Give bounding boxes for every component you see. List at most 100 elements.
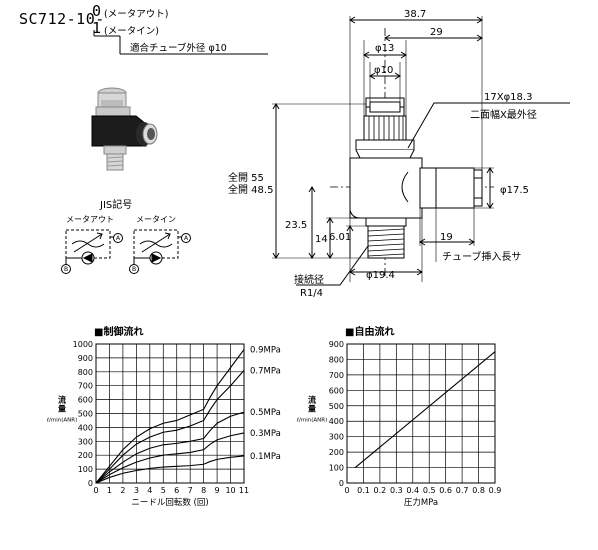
dim-phi13: φ13 (375, 43, 394, 54)
y-tick-label: 600 (78, 396, 93, 405)
y-axis-unit: ℓ/min(ANR) (46, 417, 78, 423)
x-tick-label: 0.1 (357, 486, 370, 495)
jis-meter-in-label: メータイン (136, 215, 176, 224)
option-1-label: (メータイン) (104, 26, 159, 37)
dim-hex-note: 二面幅X最外径 (470, 108, 537, 121)
dim-phi17-5: φ17.5 (500, 185, 529, 196)
y-tick-label: 500 (329, 402, 344, 411)
x-tick-label: 1 (107, 486, 112, 495)
dim-hex: 17Xφ18.3 (484, 92, 532, 103)
series-label: 0.1MPa (250, 452, 281, 462)
series-label: 0.3MPa (250, 429, 281, 439)
jis-meter-out-label: メータアウト (66, 215, 114, 224)
tube-od-label: 適合チューブ外径 φ10 (130, 43, 227, 54)
x-tick-label: 0.8 (472, 486, 485, 495)
series-line (95, 370, 245, 484)
series-line (95, 349, 245, 484)
x-tick-label: 2 (120, 486, 125, 495)
dim-phi19-4: φ19.4 (366, 270, 395, 281)
x-tick-label: 6 (174, 486, 179, 495)
y-tick-label: 0 (88, 479, 93, 488)
x-tick-label: 0 (344, 486, 349, 495)
jis-title: JIS記号 (99, 198, 132, 211)
model-leader-lines (93, 30, 268, 55)
y-axis-unit: ℓ/min(ANR) (296, 417, 328, 423)
chart-title: ■自由流れ (345, 325, 394, 338)
y-axis-label: 流 (308, 394, 316, 404)
dim-full-open-48-5: 全開 48.5 (228, 183, 273, 196)
jis-port-b-1: B (64, 266, 68, 273)
option-0-code: 0 (92, 2, 102, 20)
y-tick-label: 100 (329, 464, 344, 473)
option-0-label: (メータアウト) (104, 9, 169, 20)
y-tick-label: 300 (78, 437, 93, 446)
jis-symbol-meter-in (133, 229, 184, 266)
dim-phi10: φ10 (374, 65, 393, 76)
x-tick-label: 0.9 (489, 486, 502, 495)
plot-frame (95, 343, 245, 484)
x-tick-label: 3 (134, 486, 139, 495)
series-label: 0.7MPa (250, 366, 281, 376)
y-tick-label: 700 (329, 371, 344, 380)
y-tick-label: 800 (329, 355, 344, 364)
y-tick-label: 400 (78, 423, 93, 432)
series-line (95, 411, 245, 484)
x-tick-label: 4 (147, 486, 152, 495)
jis-port-circles (61, 233, 191, 274)
y-tick-label: 200 (329, 448, 344, 457)
dimension-drawing (272, 16, 570, 286)
y-tick-label: 0 (339, 479, 344, 488)
x-tick-label: 11 (239, 486, 249, 495)
jis-symbol-meter-out (65, 229, 116, 266)
dim-port-size: R1/4 (300, 288, 323, 299)
y-axis-label: 流 (58, 394, 66, 404)
y-tick-label: 1000 (73, 340, 93, 349)
x-tick-label: 9 (215, 486, 220, 495)
y-tick-label: 800 (78, 368, 93, 377)
jis-port-a-2: A (184, 235, 189, 242)
series-line (95, 455, 245, 484)
series-label: 0.9MPa (250, 346, 281, 356)
dim-6-01: 6.01 (329, 232, 351, 243)
y-axis-label-2: 量 (58, 403, 66, 413)
y-tick-label: 300 (329, 433, 344, 442)
dim-19: 19 (440, 232, 453, 243)
x-tick-label: 0.5 (423, 486, 436, 495)
dim-insert-length: チューブ挿入長サ (442, 250, 521, 263)
dim-14: 14 (315, 234, 328, 245)
dim-full-open-55: 全開 55 (228, 171, 264, 184)
series-line (95, 432, 245, 484)
x-tick-label: 5 (161, 486, 166, 495)
x-tick-label: 0 (93, 486, 98, 495)
x-tick-label: 10 (225, 486, 235, 495)
jis-port-a-1: A (116, 235, 121, 242)
x-tick-label: 0.7 (456, 486, 469, 495)
x-tick-label: 0.6 (439, 486, 452, 495)
y-tick-label: 900 (329, 340, 344, 349)
y-axis-label-2: 量 (308, 403, 316, 413)
x-axis-label: ニードル回転数 (回) (131, 497, 208, 508)
chart-title: ■制御流れ (94, 325, 143, 338)
y-tick-label: 100 (78, 465, 93, 474)
y-tick-label: 200 (78, 451, 93, 460)
x-tick-label: 0.3 (390, 486, 403, 495)
series-line (354, 351, 496, 468)
y-tick-label: 700 (78, 382, 93, 391)
series-label: 0.5MPa (250, 408, 281, 418)
y-tick-label: 500 (78, 410, 93, 419)
y-tick-label: 600 (329, 386, 344, 395)
dim-port-label: 接続径 (294, 273, 324, 286)
dim-29: 29 (430, 27, 443, 38)
y-tick-label: 900 (78, 354, 93, 363)
x-tick-label: 8 (201, 486, 206, 495)
x-tick-label: 0.2 (374, 486, 387, 495)
product-photo (91, 87, 158, 171)
model-prefix: SC712-10- (19, 10, 105, 28)
x-axis-label: 圧力MPa (404, 497, 438, 508)
x-tick-label: 7 (188, 486, 193, 495)
option-1-code: 1 (92, 19, 102, 37)
x-tick-label: 0.4 (406, 486, 419, 495)
